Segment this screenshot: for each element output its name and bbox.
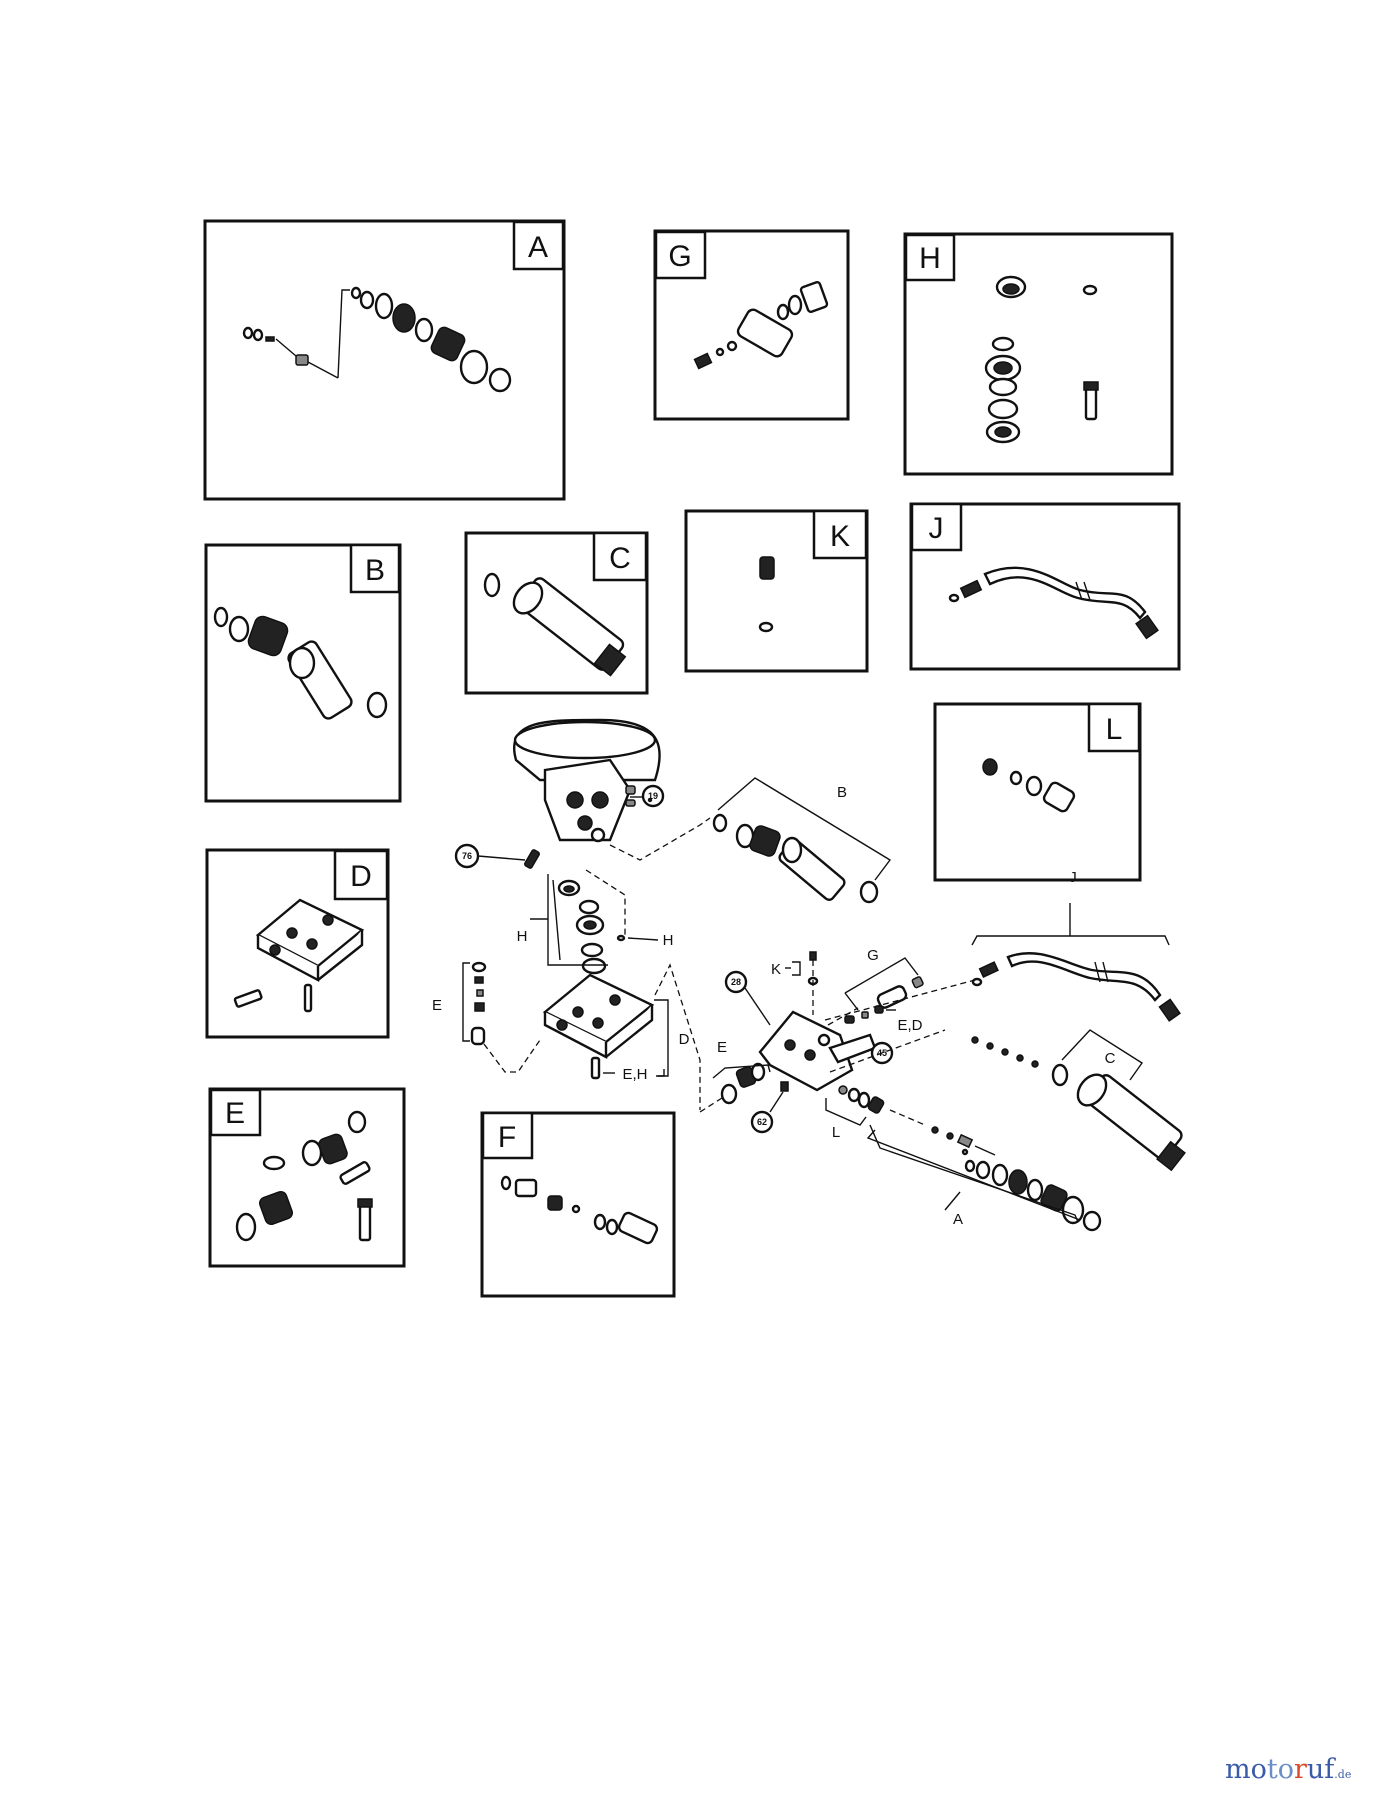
panel-k: K [684, 509, 869, 673]
panel-k-frame [684, 509, 869, 673]
brand-part-3: r [1293, 1754, 1307, 1785]
panel-k-tab [812, 509, 868, 560]
panel-h-tab [904, 233, 956, 282]
panel-b: B [204, 543, 402, 803]
assembly-label-k: K [771, 961, 781, 978]
panel-h-frame [903, 232, 1174, 476]
elbow-fitting-icon [693, 281, 829, 370]
assembly-label-ed: E,D [897, 1017, 922, 1034]
inlet-pipe-icon [483, 572, 627, 677]
hose-icon [948, 566, 1159, 640]
panel-j: J [909, 502, 1181, 671]
panel-g: G [653, 229, 850, 421]
assembly-label-e-top: E [432, 997, 442, 1014]
panel-a-tab [512, 220, 565, 271]
assembly-label-h-right: H [663, 932, 674, 949]
assembly-label-l: L [832, 1124, 840, 1141]
valve-parts-icon [242, 286, 512, 393]
assembly-label-d: D [679, 1031, 690, 1048]
pump-housing-icon [513, 718, 661, 843]
panel-d-label: D [350, 860, 372, 893]
assembly-label-c: C [1105, 1050, 1116, 1067]
callout-62-circle [750, 1110, 774, 1134]
panel-h-label: H [919, 242, 941, 275]
panel-h: H [903, 232, 1174, 476]
assembly-label-eh: E,H [622, 1066, 647, 1083]
pressure-tube-icon [213, 606, 388, 720]
panel-g-tab [654, 230, 707, 280]
brand-tld: .de [1334, 1768, 1352, 1781]
panel-g-label: G [668, 240, 691, 273]
panel-d-tab [333, 849, 389, 901]
panel-c-label: C [609, 542, 631, 575]
seal-kit-icon [984, 275, 1099, 444]
unloader-parts-icon [982, 758, 1076, 813]
panel-k-label: K [830, 520, 850, 553]
callout-19: 19 [648, 791, 658, 801]
panel-j-tab [910, 502, 963, 552]
panel-e: E [208, 1087, 406, 1268]
panel-l-tab [1087, 702, 1141, 753]
panel-a: A [203, 219, 566, 501]
assembly-label-h-left: H [517, 928, 528, 945]
callout-19-circle [641, 784, 665, 808]
panel-c: C [464, 531, 649, 695]
panel-b-label: B [365, 554, 385, 587]
panel-l-label: L [1106, 713, 1123, 746]
panel-f: F [480, 1111, 676, 1298]
main-assembly: 19 76 B H H [432, 718, 1186, 1232]
brand-part-1: mo [1225, 1754, 1267, 1785]
assembly-label-g: G [867, 947, 879, 964]
panel-j-label: J [929, 512, 944, 545]
panel-d: D [205, 848, 390, 1039]
assembly-label-a: A [953, 1211, 963, 1228]
callout-28: 28 [731, 977, 741, 987]
callout-76: 76 [462, 851, 472, 861]
panel-a-frame [203, 219, 566, 501]
brand-logo: motoruf.de [1225, 1754, 1351, 1785]
panel-e-label: E [225, 1097, 245, 1130]
panel-e-tab [209, 1088, 262, 1137]
panel-c-tab [592, 531, 648, 582]
brand-part-2: to [1266, 1754, 1294, 1785]
assembly-label-b: B [837, 784, 847, 801]
manifold-icon [233, 898, 365, 1013]
panel-l: L [933, 702, 1142, 882]
brand-part-4: uf [1306, 1754, 1335, 1785]
assembly-label-j: J [1069, 869, 1077, 886]
panel-b-tab [349, 543, 401, 594]
panel-f-tab [481, 1111, 534, 1160]
panel-f-label: F [498, 1121, 516, 1154]
callout-62: 62 [757, 1117, 767, 1127]
assembly-label-e-low: E [717, 1039, 727, 1056]
check-valve-icon [235, 1110, 373, 1242]
callout-28-circle [724, 970, 748, 994]
panel-a-label: A [528, 231, 548, 264]
plug-icon [758, 556, 775, 633]
injector-parts-icon [500, 1175, 659, 1245]
